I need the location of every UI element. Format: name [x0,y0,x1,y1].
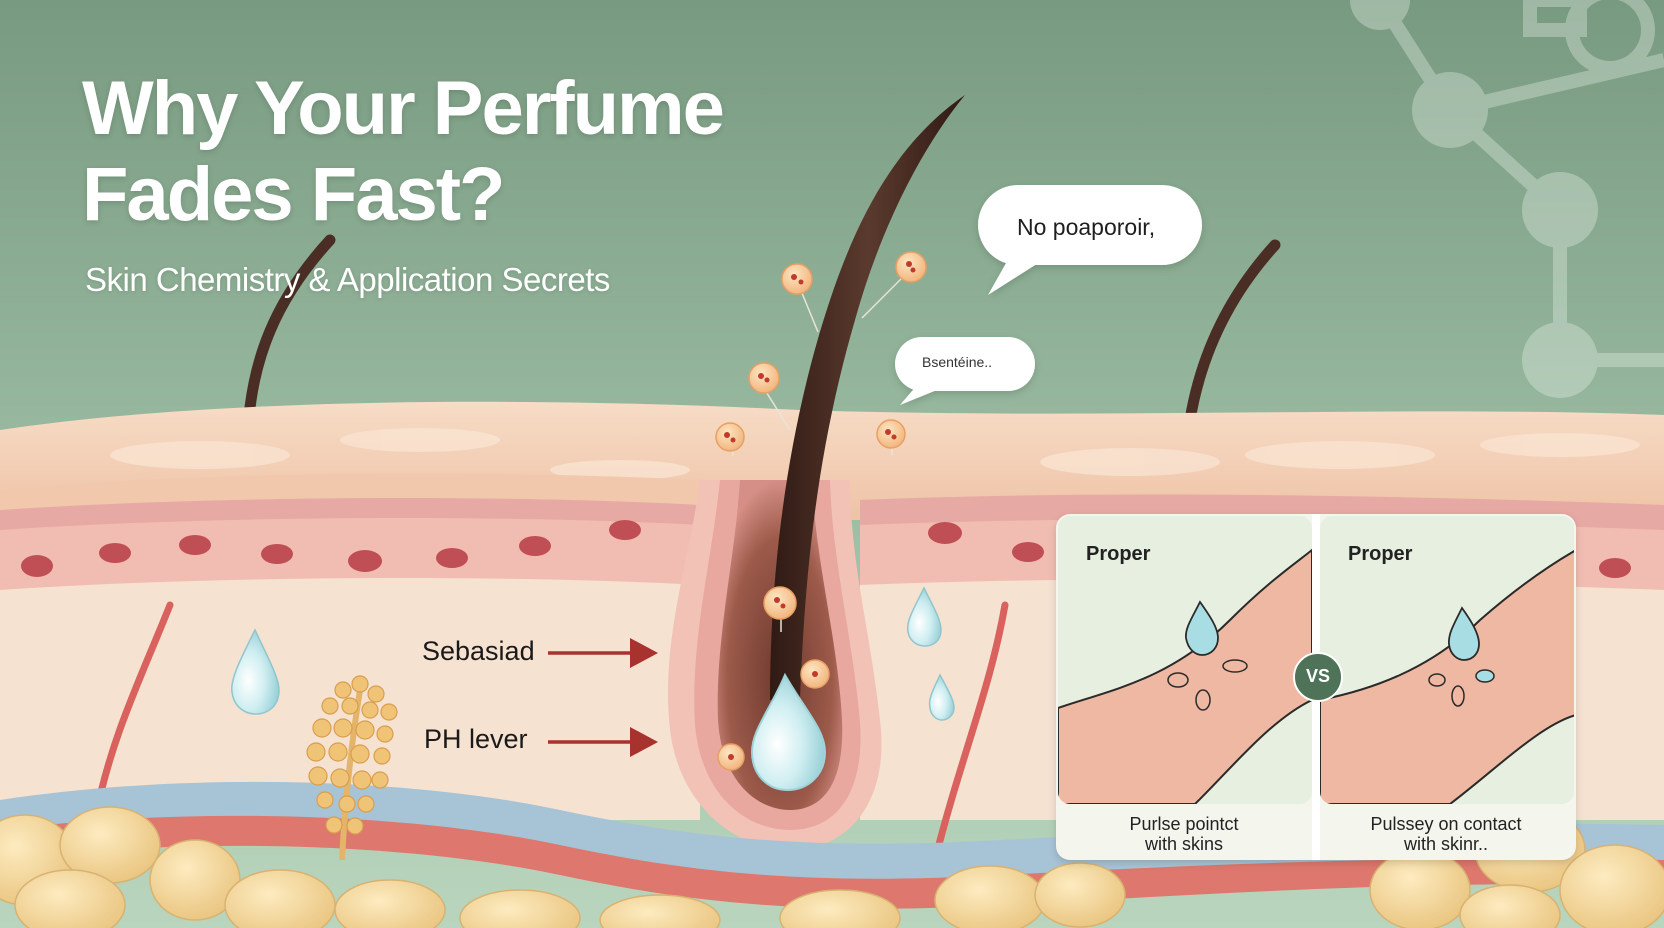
page-title: Why Your Perfume Fades Fast? [82,66,802,238]
vs-label: VS [1305,666,1330,686]
comparison-right-caption-line1: Pulssey on contact [1370,814,1522,834]
arrow-right-icon [548,727,658,757]
droplet-icon [231,586,955,792]
speech-bubble-large [978,185,1202,295]
page-title-line1: Why Your Perfume [82,66,725,151]
comparison-left-caption-line1: Purlse pointct [1129,814,1239,834]
arrow-right-icon [548,638,658,668]
page-title-line2: Fades Fast? [82,152,505,237]
hair-strand-icon [770,95,965,700]
comparison-right-heading: Proper [1348,543,1413,565]
capillary-dots [21,520,1631,578]
artery-band [0,815,1664,909]
comparison-left-heading: Proper [1086,543,1151,565]
speech-bubble-small-text: Bsentéine.. [922,354,993,370]
molecule-icon [1350,0,1664,398]
page-subtitle: Skin Chemistry & Application Secrets [85,261,610,298]
speech-bubble-large-text: No poaporoir, [1017,214,1156,240]
sebaceous-gland [306,675,398,861]
skin-texture [110,428,1640,480]
comparison-left-caption: Purlse pointct with skins [1074,814,1294,854]
hair-strand-icon [242,234,336,436]
speech-bubble-small [895,337,1035,405]
comparison-left-caption-line2: with skins [1144,834,1224,854]
hair-strand-icon [1184,239,1281,426]
vs-badge [1293,652,1343,702]
label-sebasiad: Sebasiad [422,636,535,666]
comparison-right-illustration [1320,516,1574,804]
comparison-right-caption: Pulssey on contact with skinr.. [1336,814,1556,854]
scent-molecules [715,251,927,771]
label-ph-lever: PH lever [424,724,528,754]
comparison-right-caption-line2: with skinr.. [1403,834,1489,854]
comparison-left-illustration [1058,516,1312,804]
